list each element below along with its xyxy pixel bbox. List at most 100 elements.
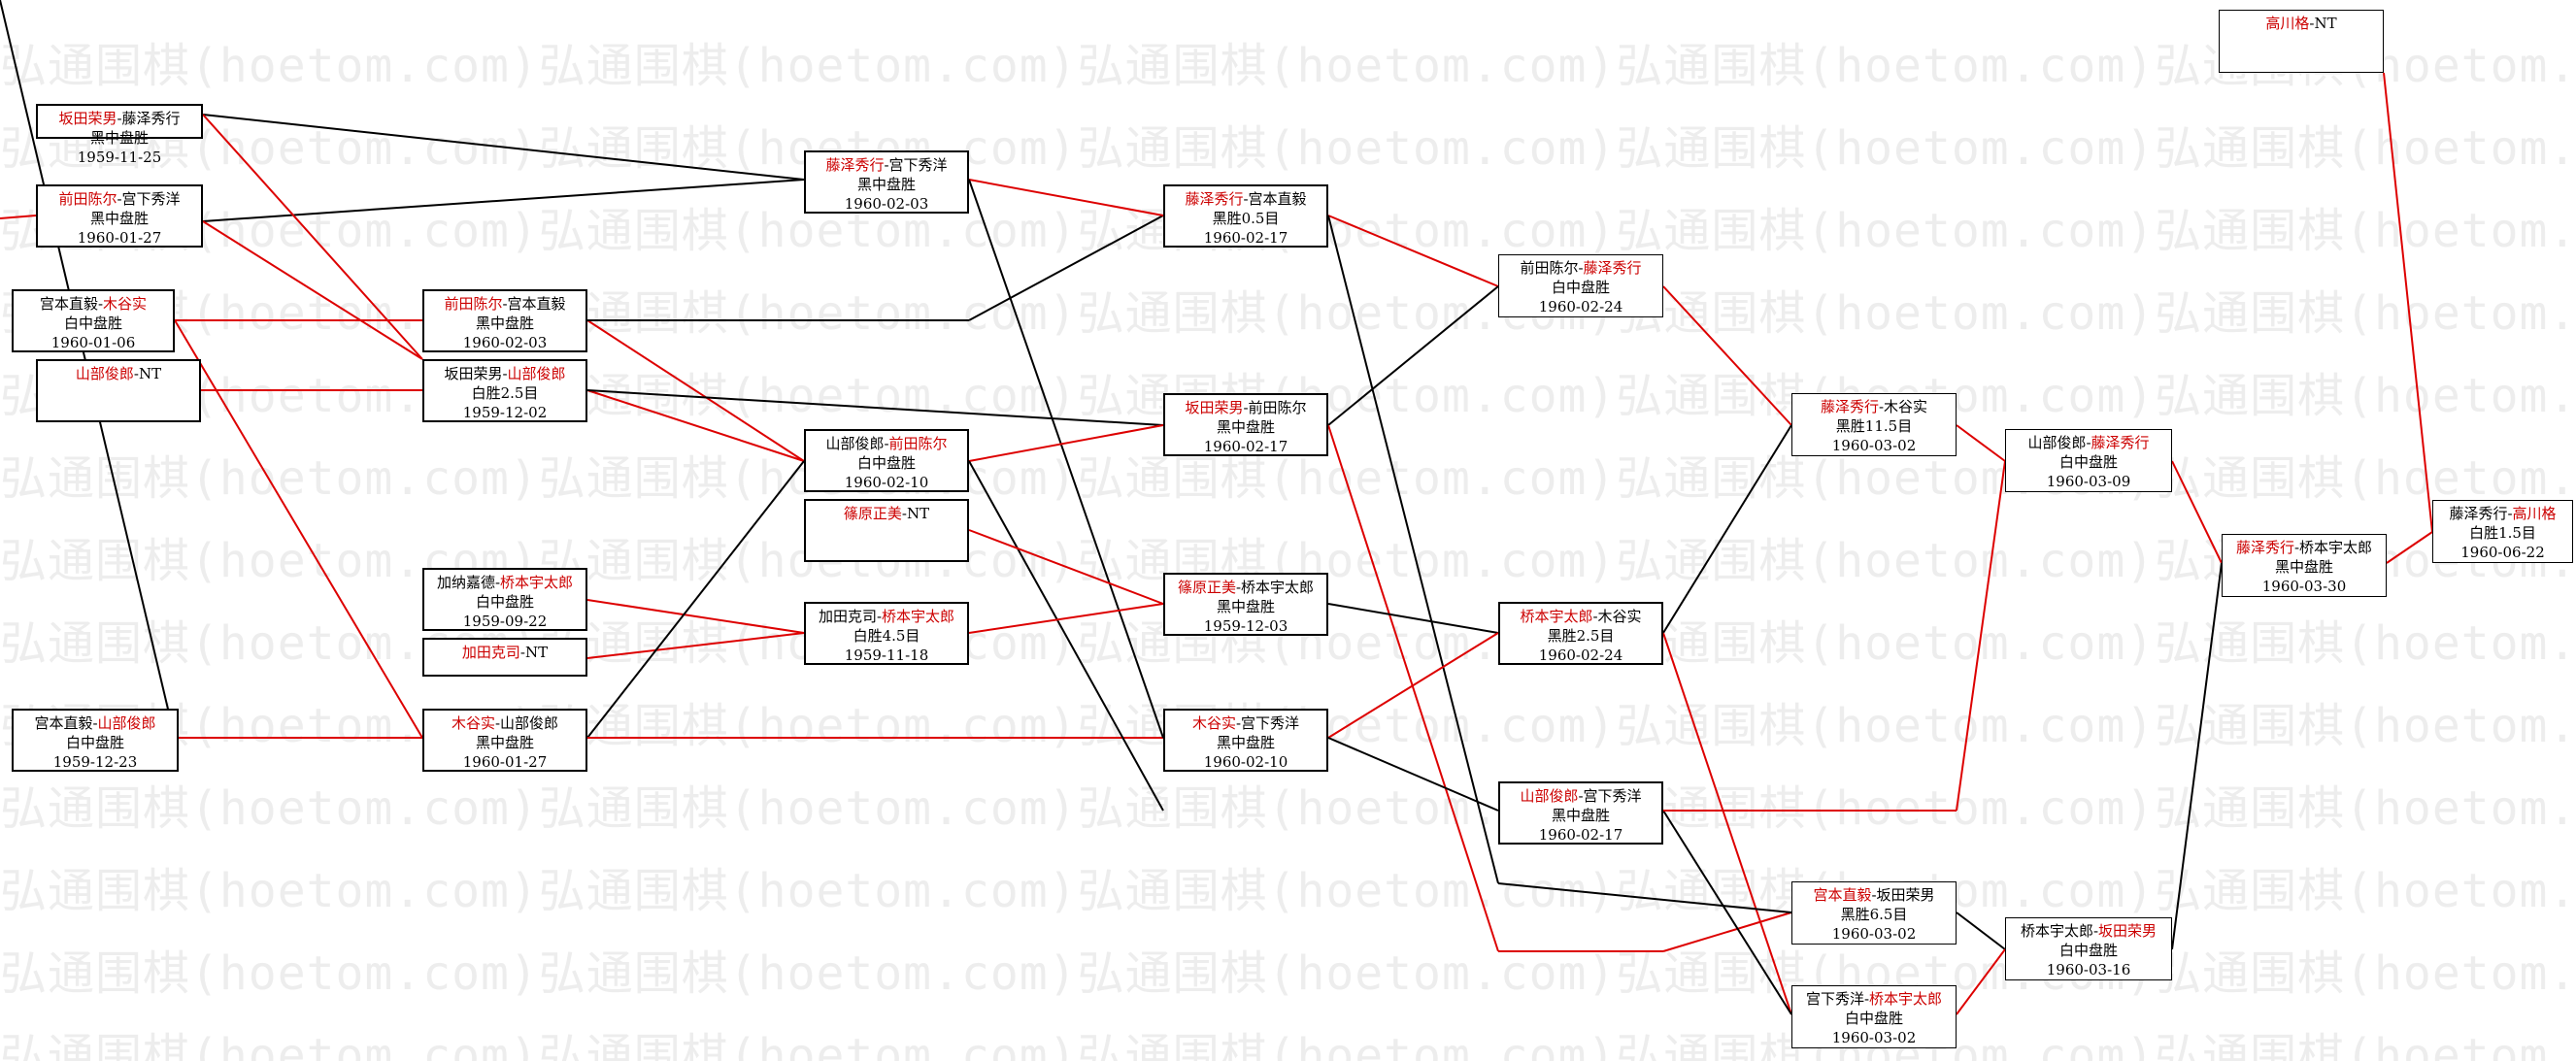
game-result: 白胜1.5目 <box>2469 524 2536 542</box>
bracket-line <box>1662 632 1792 1015</box>
bracket-line <box>586 460 805 739</box>
game-date: 1960-03-30 <box>2261 578 2347 595</box>
game-date: 1960-02-03 <box>462 334 548 351</box>
player-black: 木谷实 <box>451 714 495 732</box>
vs-separator: - <box>1871 886 1877 904</box>
bracket-line <box>1956 460 2006 812</box>
bracket-line <box>174 319 423 739</box>
player-white: 桥本宇太郎 <box>2299 539 2373 556</box>
vs-separator: - <box>97 295 104 313</box>
players-line: 加田克司-桥本宇太郎 <box>806 607 967 626</box>
vs-separator: - <box>1243 190 1249 208</box>
player-white: 木谷实 <box>1597 608 1642 625</box>
player-black: 山部俊郎 <box>75 365 134 382</box>
bracket-line <box>202 114 805 181</box>
game-result: 黑中盘胜 <box>1216 418 1275 436</box>
bracket-line <box>586 599 805 634</box>
player-black: 加纳嘉德 <box>436 574 495 591</box>
players-line: 藤泽秀行-高川格 <box>2433 504 2572 523</box>
player-black: 加田克司 <box>818 608 877 625</box>
bracket-line <box>968 424 1164 462</box>
player-black: 宫下秀洋 <box>1805 990 1864 1008</box>
game-result: 黑胜11.5目 <box>1835 417 1913 435</box>
vs-separator: - <box>884 156 889 174</box>
bracket-line <box>968 460 1164 812</box>
game-result: 黑中盘胜 <box>475 734 534 751</box>
vs-separator: - <box>502 295 508 313</box>
game-result: 白中盘胜 <box>475 593 534 611</box>
players-line: 前田陈尔-宫本直毅 <box>424 294 585 314</box>
game-date: 1959-11-25 <box>77 149 162 166</box>
bracket-line <box>1662 424 1792 634</box>
game-node: 坂田荣男-前田陈尔黑中盘胜 1960-02-17 <box>1163 393 1328 456</box>
bracket-line <box>1662 912 1792 952</box>
vs-separator: - <box>1592 608 1598 625</box>
bracket-line <box>1956 424 2006 462</box>
game-date: 1960-03-02 <box>1831 1029 1917 1046</box>
players-line: 坂田荣男-前田陈尔 <box>1165 398 1326 417</box>
game-node: 高川格-NT <box>2219 10 2384 73</box>
bracket-line <box>1327 285 1499 426</box>
bracket-line <box>1327 632 1499 739</box>
vs-separator: - <box>876 608 883 625</box>
player-black: 加田克司 <box>461 644 520 661</box>
vs-separator: - <box>2293 539 2300 556</box>
game-result: 黑胜0.5目 <box>1212 210 1280 227</box>
player-white: 坂田荣男 <box>2098 922 2158 940</box>
player-white: 山部俊郎 <box>97 714 156 732</box>
game-result: 白中盘胜 <box>2058 942 2118 959</box>
player-black: 木谷实 <box>1191 714 1236 732</box>
game-result: 黑中盘胜 <box>89 129 149 147</box>
player-white: NT <box>138 365 162 382</box>
game-node: 加田克司-NT <box>422 638 587 677</box>
player-white: 桥本宇太郎 <box>882 608 955 625</box>
bracket-line <box>1327 603 1499 634</box>
game-result: 白胜4.5目 <box>853 627 920 645</box>
game-date: 1960-03-09 <box>2046 473 2131 490</box>
players-line: 前田陈尔-藤泽秀行 <box>1499 258 1662 278</box>
player-white: 桥本宇太郎 <box>500 574 574 591</box>
player-white: 山部俊郎 <box>500 714 559 732</box>
players-line: 高川格-NT <box>2220 14 2383 33</box>
game-result: 白中盘胜 <box>1551 279 1610 296</box>
game-date: 1960-02-17 <box>1203 229 1288 247</box>
game-date: 1960-01-06 <box>50 334 136 351</box>
bracket-line <box>586 632 805 659</box>
players-line: 山部俊郎-宫下秀洋 <box>1500 786 1661 806</box>
bracket-line <box>202 220 423 360</box>
player-white: 前田陈尔 <box>888 435 948 452</box>
bracket-line <box>1327 215 1499 287</box>
player-white: 前田陈尔 <box>1248 399 1307 416</box>
player-white: 宫下秀洋 <box>121 190 181 208</box>
game-date: 1960-02-10 <box>1203 753 1288 771</box>
players-line: 宫本直毅-山部俊郎 <box>14 713 177 733</box>
player-black: 宫本直毅 <box>34 714 93 732</box>
player-white: NT <box>906 505 930 522</box>
bracket-line <box>1327 424 1499 952</box>
vs-separator: - <box>1578 259 1584 277</box>
game-result: 黑中盘胜 <box>2274 558 2333 576</box>
player-black: 藤泽秀行 <box>1185 190 1244 208</box>
vs-separator: - <box>502 365 508 382</box>
game-date: 1960-02-17 <box>1203 438 1288 455</box>
player-black: 藤泽秀行 <box>2449 505 2508 522</box>
bracket-line <box>968 179 1164 216</box>
game-date: 1960-02-10 <box>844 474 929 491</box>
player-black: 藤泽秀行 <box>825 156 885 174</box>
vs-separator: - <box>1863 990 1870 1008</box>
